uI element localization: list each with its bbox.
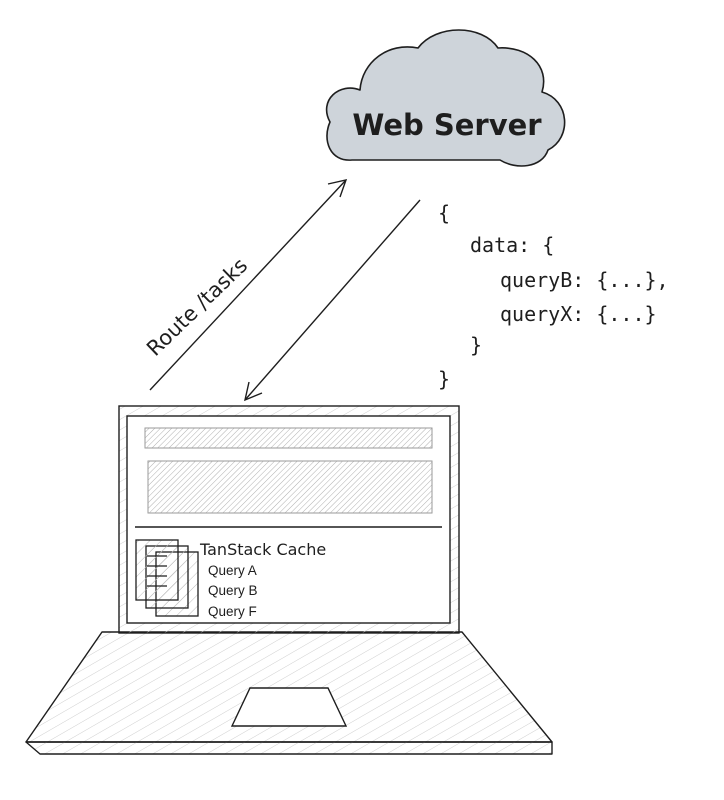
request-arrow (149, 179, 348, 391)
cache-query-a: Query A (208, 563, 257, 578)
request-arrowhead (327, 179, 348, 198)
web-server-cloud: Web Server (325, 29, 566, 167)
response-arrow (244, 199, 421, 402)
laptop-screen (118, 405, 460, 634)
laptop-base (25, 631, 553, 755)
json-line-6: } (438, 367, 450, 391)
page-header-placeholder (144, 427, 433, 449)
cache-query-b: Query B (208, 583, 258, 598)
cloud-label: Web Server (352, 108, 542, 142)
json-line-5: } (470, 333, 482, 357)
documents-icon (135, 539, 199, 617)
json-line-3: queryB: {...}, (500, 268, 669, 292)
json-line-1: { (438, 201, 450, 225)
cloud-shape (325, 29, 566, 167)
cache-query-f: Query F (208, 604, 257, 619)
json-line-4: queryX: {...} (500, 302, 657, 326)
response-json: { data: { queryB: {...}, queryX: {...} }… (438, 201, 669, 391)
cache-title: TanStack Cache (199, 540, 326, 559)
laptop-touchpad (230, 687, 348, 727)
json-line-2: data: { (470, 233, 554, 257)
page-content-placeholder (147, 460, 433, 514)
response-arrowhead (244, 381, 263, 402)
request-label: Route /tasks (142, 253, 252, 360)
